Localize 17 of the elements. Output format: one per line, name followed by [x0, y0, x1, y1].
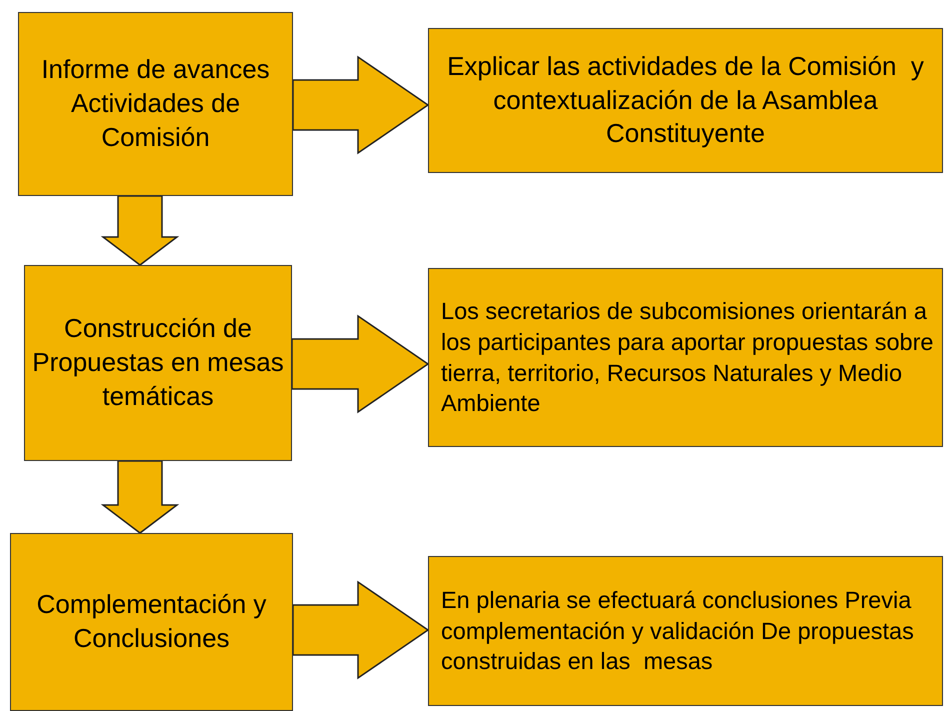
- process-box: [18, 12, 293, 196]
- box-text: Construcción de Propuestas en mesas temáticas: [31, 312, 285, 413]
- process-box: [24, 265, 292, 461]
- box-text: Los secretarios de subcomisiones orientarán a los participantes para aportar propuestas sobre tierra, territorio, Recursos Naturales y Medio Ambiente: [441, 297, 934, 418]
- block-arrow: [100, 460, 180, 534]
- box-text: En plenaria se efectuará conclusiones Previa complementación y validación De propuestas construidas en las mesas: [441, 586, 915, 676]
- box-text: Complementación y Conclusiones: [36, 588, 268, 655]
- block-arrow: [292, 580, 430, 680]
- process-box: [428, 556, 943, 706]
- block-arrow: [100, 195, 180, 266]
- block-arrow: [291, 314, 430, 414]
- block-arrow: [292, 56, 430, 154]
- process-box: [428, 268, 943, 447]
- process-box: [428, 28, 943, 173]
- box-text: Explicar las actividades de la Comisión y contextualización de la Asamblea Constituyente: [446, 50, 925, 150]
- box-text: Informe de avances Actividades de Comisión: [40, 53, 271, 154]
- process-box: [10, 533, 293, 711]
